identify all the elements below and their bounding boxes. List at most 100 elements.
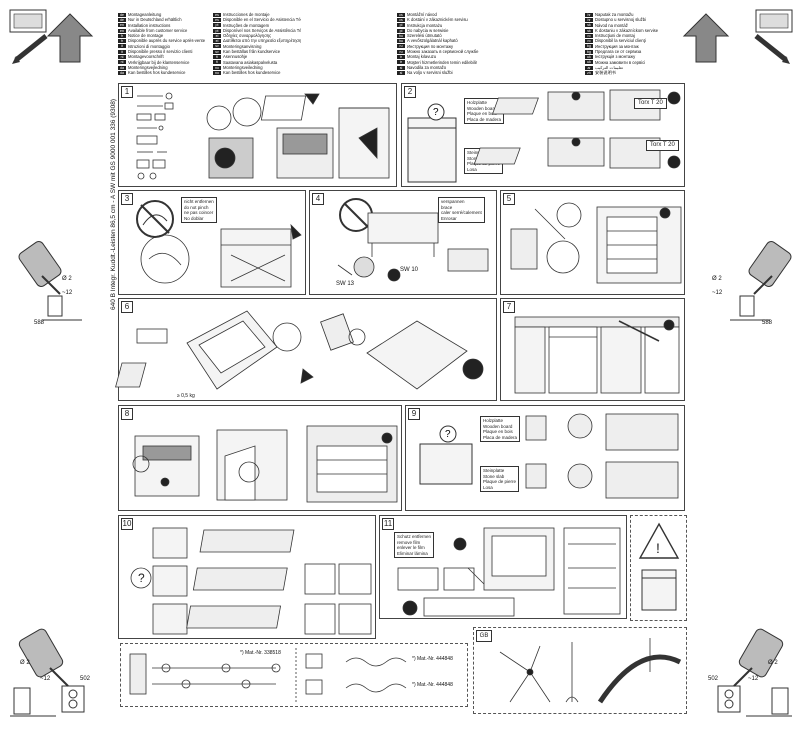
dim-phi2-left: Ø 2 xyxy=(62,276,72,282)
language-text: Предлага се от сервиза xyxy=(595,49,642,55)
panel-number: 2 xyxy=(404,86,416,98)
language-code-badge: pt xyxy=(213,23,221,28)
drill-icon-bottom-right xyxy=(717,628,792,717)
language-text: Montaj kılavuzu xyxy=(407,54,437,60)
language-code-badge: nl xyxy=(118,55,126,60)
panel-steam-protection xyxy=(630,515,687,621)
language-code-badge: hu xyxy=(397,39,405,44)
panel-step-7: 7 xyxy=(500,298,685,401)
language-text: Müşteri hizmetlerinden temin edilebilir xyxy=(407,59,478,65)
panel-number: 10 xyxy=(121,518,133,530)
language-code-badge: pt xyxy=(213,28,221,33)
panel-step-6: 6 ≥ 0,5 kg xyxy=(115,298,497,401)
pencil-house-icon xyxy=(9,9,94,64)
svg-text:?: ? xyxy=(445,429,451,440)
language-code-badge: pl xyxy=(397,28,405,33)
language-text: Available from customer service xyxy=(128,27,188,33)
language-code-badge: fr xyxy=(118,39,126,44)
language-code-badge: uk xyxy=(585,60,593,65)
panel-number: 6 xyxy=(121,301,133,313)
language-text: تعليمات التركيب xyxy=(595,64,624,70)
drill-icon-left xyxy=(18,241,82,321)
panel-number: 5 xyxy=(503,193,515,205)
dim-phi2-br: Ø 2 xyxy=(768,660,778,666)
language-code-badge: tr xyxy=(397,60,405,65)
step7-cabinet-illustration xyxy=(514,316,680,394)
language-code-badge: sk xyxy=(585,28,593,33)
panel-number: 4 xyxy=(312,193,324,205)
steam-warning-icon: ! xyxy=(638,522,680,611)
language-text: Dostupno u servisnoj službi xyxy=(595,17,646,23)
step6-front-panel-illustration xyxy=(115,310,484,390)
language-text: Инструкция по монтажу xyxy=(407,43,454,49)
dim-sw13: SW 13 xyxy=(336,281,355,287)
dim-12-right: ~12 xyxy=(712,290,723,296)
language-text: Do nabycia w serwisie xyxy=(407,27,449,33)
language-text: Инструкция за монтаж xyxy=(595,43,639,49)
language-code-badge: it xyxy=(118,44,126,49)
language-code-badge: hu xyxy=(397,33,405,38)
language-code-badge: zh xyxy=(585,70,593,75)
dim-phi2-right: Ø 2 xyxy=(712,276,722,282)
language-code-badge: de xyxy=(118,17,126,22)
language-text: Nur in Deutschland erhältlich xyxy=(128,17,182,23)
language-text: Montážní návod xyxy=(407,12,437,17)
language-code-badge: ru xyxy=(397,44,405,49)
weight-label: ≥ 0,5 kg xyxy=(177,393,195,399)
accessory-mat-nr-2: *) Mat.-Nr. 444848 xyxy=(412,656,453,662)
language-text: Kan beställas från kundservice xyxy=(223,49,281,55)
language-code-badge: es xyxy=(213,12,221,17)
drill-icon-right xyxy=(730,241,792,321)
language-code-badge: sl xyxy=(397,70,405,75)
language-text: Montageanleitung xyxy=(128,12,162,17)
language-text: Asennusohje xyxy=(223,54,248,60)
language-text: Verkrijgbaar bij de klantenservice xyxy=(128,59,190,65)
language-code-badge: no xyxy=(213,70,221,75)
step10-decor-panel-illustration: ? xyxy=(130,527,372,635)
language-code-badge: ar xyxy=(585,65,593,70)
language-code-badge: de xyxy=(118,12,126,17)
dim-sw10: SW 10 xyxy=(400,267,419,273)
panel-number: 1 xyxy=(121,86,133,98)
panel-step-8: 8 xyxy=(118,405,402,511)
language-code-badge: es xyxy=(213,17,221,22)
language-text: Διατίθεται από την υπηρεσία εξυπηρέτησης xyxy=(223,38,301,44)
torx-label-2: Torx T 20 xyxy=(646,140,679,151)
language-code-badge: bg xyxy=(585,49,593,54)
step3-hose-illustration xyxy=(140,223,302,288)
language-text: Instrukcja montażu xyxy=(407,22,443,28)
language-text: Istruzioni di montaggio xyxy=(128,43,170,49)
accessories-panel xyxy=(120,643,468,707)
language-code-badge: el xyxy=(213,33,221,38)
language-code-badge: da xyxy=(118,70,126,75)
language-text: Notice de montage xyxy=(128,33,164,39)
language-code-badge: ru xyxy=(397,49,405,54)
step8-door-adjust-illustration xyxy=(132,425,398,503)
